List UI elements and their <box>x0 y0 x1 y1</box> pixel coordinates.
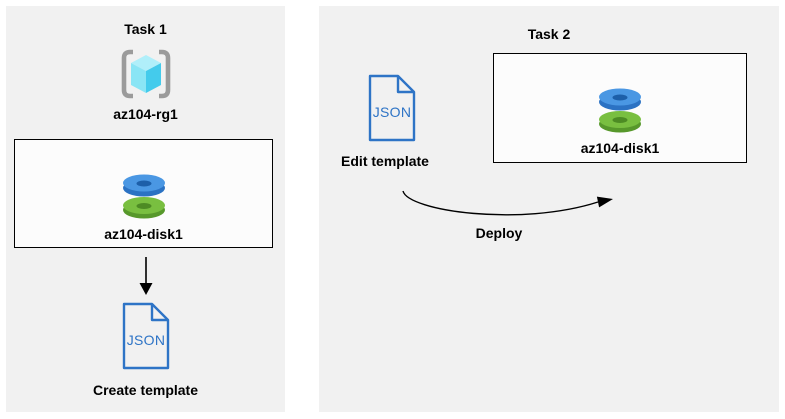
edit-template-label: Edit template <box>341 153 429 169</box>
json-file-icon: JSON <box>368 74 416 142</box>
resource-group-icon <box>121 49 170 99</box>
json-file-icon: JSON <box>122 302 169 370</box>
task1-disk-box: az104-disk1 <box>14 139 273 248</box>
json-icon-text: JSON <box>126 332 165 348</box>
disk-label: az104-disk1 <box>104 226 183 242</box>
disk-blue-platter <box>122 174 165 197</box>
task1-title: Task 1 <box>124 21 167 37</box>
disk-label: az104-disk1 <box>580 140 660 156</box>
task1-panel: Task 1 az104-rg1 <box>6 6 285 412</box>
managed-disk-icon <box>122 174 165 219</box>
resource-group-cube <box>130 55 161 93</box>
disk-green-platter <box>122 197 165 219</box>
resource-group-label: az104-rg1 <box>113 106 178 122</box>
json-icon-text: JSON <box>373 104 412 120</box>
create-template-label: Create template <box>92 382 199 398</box>
managed-disk-icon <box>599 88 641 133</box>
resource-group-brackets <box>121 49 170 99</box>
task2-panel: Task 2 JSON Edit template <box>319 6 779 412</box>
deploy-label: Deploy <box>475 225 523 241</box>
task2-title: Task 2 <box>527 26 571 42</box>
deploy-curved-arrow-icon <box>402 190 613 216</box>
down-arrow-icon <box>139 257 152 295</box>
disk-blue-platter <box>599 88 641 111</box>
task2-disk-box: az104-disk1 <box>493 53 747 163</box>
disk-green-platter <box>599 111 641 133</box>
